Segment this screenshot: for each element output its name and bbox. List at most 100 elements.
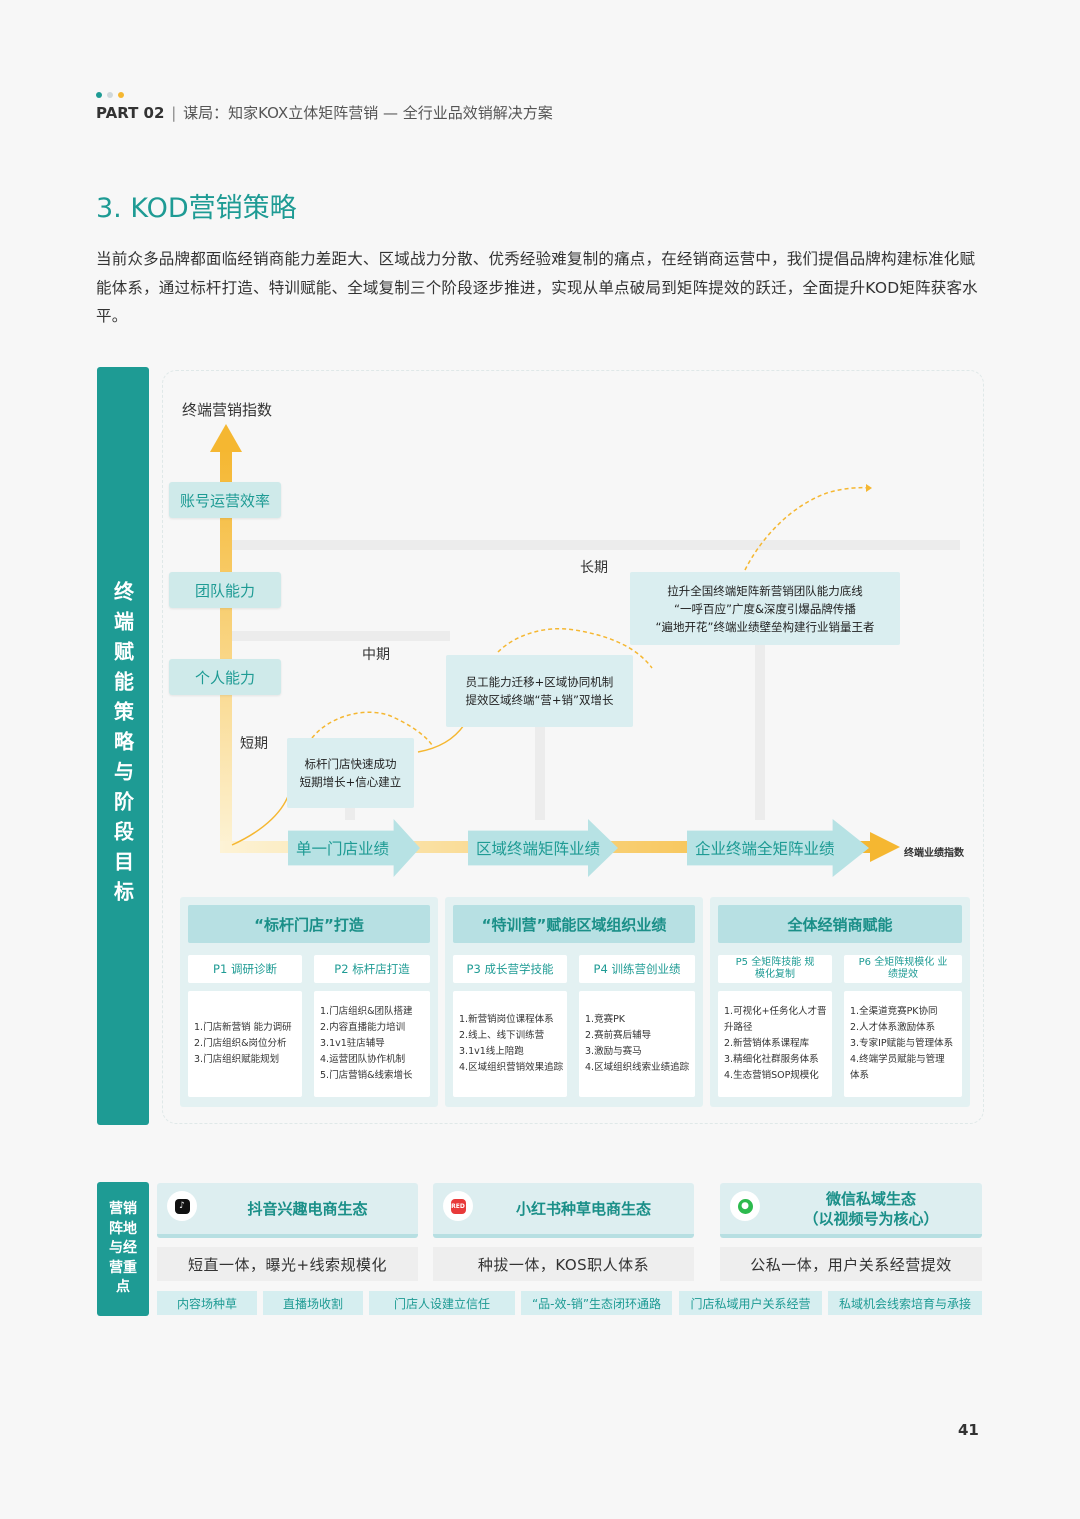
dot-1 — [96, 92, 102, 98]
detail-item: 4.运营团队协作机制 — [320, 1054, 406, 1065]
curve-arrowhead — [866, 484, 872, 492]
side-label-main-text: 终端赋能策略与阶段目标 — [110, 581, 135, 911]
goal-mid-line: 提效区域终端“营+销”双增长 — [465, 693, 614, 707]
y-axis-label: 终端营销指数 — [182, 401, 273, 419]
detail-list-p3: 1.新营销岗位课程体系 2.线上、线下训练营 3.1v1线上陪跑 4.区域组织营… — [453, 991, 567, 1097]
stage-column-all-dealers: 全体经销商赋能 P5 全矩阵技能 规模化复制 P6 全矩阵规模化 业绩提效 1.… — [710, 897, 970, 1107]
x-stage-label: 区域终端矩阵业绩 — [476, 840, 601, 858]
diagram-frame — [162, 370, 984, 1124]
y-level-account-efficiency: 账号运营效率 — [169, 482, 281, 518]
tag-store-persona: 门店人设建立信任 — [369, 1291, 515, 1315]
douyin-icon-glyph: ♪ — [174, 1198, 190, 1214]
goal-long: 拉升全国终端矩阵新营销团队能力底线 “一呼百应”广度&深度引爆品牌传播 “遍地开… — [630, 572, 900, 645]
goal-long-line: “一呼百应”广度&深度引爆品牌传播 — [674, 601, 856, 616]
sub-tab-p5: P5 全矩阵技能 规模化复制 — [718, 955, 832, 983]
sub-tab-p1: P1 调研诊断 — [188, 955, 302, 983]
platform-xiaohongshu: RED 小红书种草电商生态 — [433, 1183, 694, 1238]
x-axis-label: 终端业绩指数 — [904, 848, 964, 859]
detail-list-p5: 1.可视化+任务化人才晋 升路径 2.新营销体系课程库 3.精细化社群服务体系 … — [718, 991, 832, 1097]
dot-2 — [107, 92, 113, 98]
y-axis — [220, 450, 232, 852]
detail-item: 体系 — [850, 1070, 870, 1081]
detail-item: 3.1v1驻店辅导 — [320, 1038, 385, 1049]
platform-wechat: ● 微信私域生态 （以视频号为核心） — [720, 1183, 982, 1238]
goal-long-line: “遍地开花”终端业绩壁垒构建行业销量王者 — [655, 619, 875, 634]
header-separator: | — [171, 104, 177, 122]
y-level-team-ability: 团队能力 — [169, 572, 281, 608]
detail-list-p4: 1.竞赛PK 2.赛前赛后辅导 3.激励与赛马 4.区域组织线索业绩追踪 — [579, 991, 695, 1097]
goal-mid: 员工能力迁移+区域协同机制 提效区域终端“营+销”双增长 — [446, 655, 633, 727]
phase-long: 长期 — [580, 560, 608, 576]
detail-item: 4.区域组织线索业绩追踪 — [585, 1062, 690, 1073]
detail-item: 升路径 — [724, 1022, 753, 1033]
y-level-personal-ability: 个人能力 — [169, 659, 281, 695]
detail-item: 4.终端学员赋能与管理 — [850, 1054, 945, 1065]
section-title: 3. KOD营销策略 — [96, 193, 297, 224]
tag-live-harvest: 直播场收割 — [263, 1291, 363, 1315]
detail-list-p6: 1.全渠道竞赛PK协同 2.人才体系激励体系 3.专家IP赋能与管理体系 4.终… — [844, 991, 962, 1097]
detail-item: 3.1v1线上陪跑 — [459, 1046, 524, 1057]
phase-mid: 中期 — [362, 647, 390, 663]
dot-3 — [118, 92, 124, 98]
detail-item: 1.新营销岗位课程体系 — [459, 1014, 554, 1025]
platform-name: 抖音兴趣电商生态 — [247, 1199, 368, 1218]
slogan-xiaohongshu: 种拔一体，KOS职人体系 — [433, 1247, 694, 1281]
side-label-bottom: 营销阵地与经营重点 — [97, 1182, 149, 1316]
wechat-icon: ● — [730, 1191, 760, 1221]
detail-item: 2.线上、线下训练营 — [459, 1030, 545, 1041]
part-label: PART 02 — [96, 104, 165, 122]
stage-column-benchmark: “标杆门店”打造 P1 调研诊断 P2 标杆店打造 1.门店新营销 能力调研 2… — [180, 897, 438, 1107]
side-label-bottom-text: 营销阵地与经营重点 — [109, 1201, 137, 1296]
xiaohongshu-icon-glyph: RED — [450, 1198, 466, 1214]
phase-short: 短期 — [240, 736, 268, 752]
header-dots — [96, 92, 124, 98]
detail-item: 2.内容直播能力培训 — [320, 1022, 406, 1033]
x-stage-enterprise: 企业终端全矩阵业绩 — [687, 819, 869, 877]
column-title: “特训营”赋能区域组织业绩 — [453, 905, 695, 943]
stage-column-training: “特训营”赋能区域组织业绩 P3 成长营学技能 P4 训练营创业绩 1.新营销岗… — [445, 897, 703, 1107]
detail-item: 2.人才体系激励体系 — [850, 1022, 936, 1033]
slogan-wechat: 公私一体，用户关系经营提效 — [720, 1247, 982, 1281]
y-axis-arrow — [210, 424, 242, 452]
detail-item: 2.门店组织&岗位分析 — [194, 1038, 287, 1049]
x-stage-label: 单一门店业绩 — [296, 840, 390, 858]
slogan-douyin: 短直一体，曝光+线索规模化 — [157, 1247, 418, 1281]
platform-name-line: 微信私域生态 — [825, 1189, 916, 1208]
detail-item: 1.门店新营销 能力调研 — [194, 1022, 292, 1033]
header-subtitle: 谋局：知家KOX立体矩阵营销 — 全行业品效销解决方案 — [183, 104, 553, 122]
platform-name: 微信私域生态 （以视频号为核心） — [760, 1183, 982, 1234]
tag-private-users: 门店私域用户关系经营 — [679, 1291, 822, 1315]
platform-douyin: ♪ 抖音兴趣电商生态 — [157, 1183, 418, 1238]
goal-short-line: 标杆门店快速成功 — [304, 757, 397, 771]
detail-item: 4.区域组织营销效果追踪 — [459, 1062, 564, 1073]
douyin-icon: ♪ — [167, 1191, 197, 1221]
sub-tab-p3: P3 成长营学技能 — [453, 955, 567, 983]
detail-item: 3.门店组织赋能规划 — [194, 1054, 280, 1065]
detail-item: 4.生态营销SOP规模化 — [724, 1070, 819, 1081]
x-axis-arrow — [870, 832, 900, 862]
wechat-icon-glyph: ● — [737, 1198, 753, 1214]
intro-paragraph: 当前众多品牌都面临经销商能力差距大、区域战力分散、优秀经验难复制的痛点，在经销商… — [96, 250, 978, 325]
x-stage-regional: 区域终端矩阵业绩 — [468, 819, 618, 877]
detail-list-p2: 1.门店组织&团队搭建 2.内容直播能力培训 3.1v1驻店辅导 4.运营团队协… — [314, 991, 430, 1097]
detail-item: 5.门店营销&线索增长 — [320, 1070, 413, 1081]
detail-item: 3.激励与赛马 — [585, 1046, 642, 1057]
platform-name: 小红书种草电商生态 — [515, 1199, 651, 1218]
detail-item: 1.全渠道竞赛PK协同 — [850, 1006, 938, 1017]
sub-tab-p2: P2 标杆店打造 — [314, 955, 430, 983]
column-title: 全体经销商赋能 — [718, 905, 962, 943]
xiaohongshu-icon: RED — [443, 1191, 473, 1221]
side-label-main: 终端赋能策略与阶段目标 — [97, 367, 149, 1125]
detail-item: 2.新营销体系课程库 — [724, 1038, 810, 1049]
x-stage-label: 企业终端全矩阵业绩 — [695, 840, 835, 858]
column-title: “标杆门店”打造 — [188, 905, 430, 943]
x-stage-single-store: 单一门店业绩 — [288, 819, 420, 877]
detail-item: 2.赛前赛后辅导 — [585, 1030, 652, 1041]
goal-mid-line: 员工能力迁移+区域协同机制 — [465, 675, 614, 689]
sub-tab-p6: P6 全矩阵规模化 业绩提效 — [844, 955, 962, 983]
detail-item: 1.可视化+任务化人才晋 — [724, 1006, 827, 1017]
detail-item: 1.门店组织&团队搭建 — [320, 1006, 413, 1017]
goal-short: 标杆门店快速成功 短期增长+信心建立 — [287, 738, 414, 808]
page-number: 41 — [958, 1421, 979, 1439]
goal-short-line: 短期增长+信心建立 — [299, 775, 402, 789]
